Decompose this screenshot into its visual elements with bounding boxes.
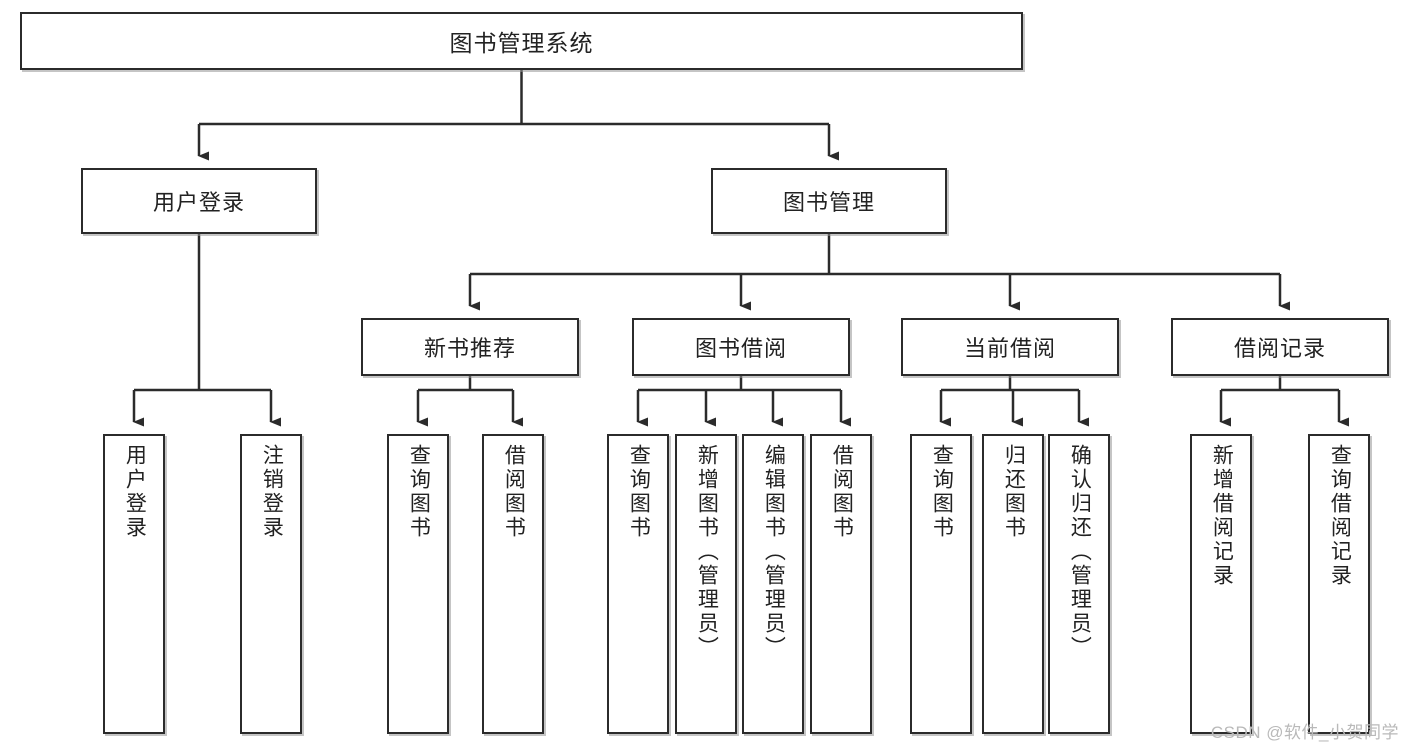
node-leaf-add-book[interactable]: 新增图书（管理员） <box>675 434 737 734</box>
node-leaf-login[interactable]: 用户登录 <box>103 434 165 734</box>
node-root[interactable]: 图书管理系统 <box>20 12 1023 70</box>
node-leaf-return[interactable]: 归还图书 <box>982 434 1044 734</box>
node-label: 新增借阅记录 <box>1210 444 1234 588</box>
watermark-text: CSDN @软件_小贺同学 <box>1210 723 1399 742</box>
node-label: 查询借阅记录 <box>1328 444 1352 588</box>
node-label: 当前借阅 <box>963 336 1056 361</box>
node-label: 借阅图书 <box>830 444 854 540</box>
node-label: 新书推荐 <box>423 336 516 361</box>
node-leaf-borrow-1[interactable]: 借阅图书 <box>482 434 544 734</box>
node-label: 编辑图书（管理员） <box>762 444 786 660</box>
node-label: 查询图书 <box>627 444 651 540</box>
node-label: 图书管理系统 <box>449 30 594 56</box>
node-leaf-query-3[interactable]: 查询图书 <box>910 434 972 734</box>
node-bookmgmt[interactable]: 图书管理 <box>711 168 947 234</box>
node-label: 确认归还（管理员） <box>1068 444 1092 660</box>
node-leaf-edit-book[interactable]: 编辑图书（管理员） <box>742 434 804 734</box>
node-label: 用户登录 <box>152 190 245 215</box>
node-label: 借阅图书 <box>502 444 526 540</box>
node-borrow[interactable]: 图书借阅 <box>632 318 850 376</box>
node-label: 图书借阅 <box>694 336 787 361</box>
node-leaf-query-2[interactable]: 查询图书 <box>607 434 669 734</box>
node-records[interactable]: 借阅记录 <box>1171 318 1389 376</box>
node-current[interactable]: 当前借阅 <box>901 318 1119 376</box>
node-login[interactable]: 用户登录 <box>81 168 317 234</box>
node-label: 查询图书 <box>407 444 431 540</box>
node-label: 归还图书 <box>1002 444 1026 540</box>
node-leaf-add-rec[interactable]: 新增借阅记录 <box>1190 434 1252 734</box>
node-label: 新增图书（管理员） <box>695 444 719 660</box>
node-label: 用户登录 <box>123 444 147 540</box>
node-label: 图书管理 <box>782 190 875 215</box>
node-newbook[interactable]: 新书推荐 <box>361 318 579 376</box>
node-label: 借阅记录 <box>1233 336 1326 361</box>
node-leaf-query-1[interactable]: 查询图书 <box>387 434 449 734</box>
node-leaf-borrow-2[interactable]: 借阅图书 <box>810 434 872 734</box>
node-leaf-query-rec[interactable]: 查询借阅记录 <box>1308 434 1370 734</box>
node-label: 注销登录 <box>260 444 284 540</box>
node-leaf-confirm[interactable]: 确认归还（管理员） <box>1048 434 1110 734</box>
node-label: 查询图书 <box>930 444 954 540</box>
node-leaf-logout[interactable]: 注销登录 <box>240 434 302 734</box>
